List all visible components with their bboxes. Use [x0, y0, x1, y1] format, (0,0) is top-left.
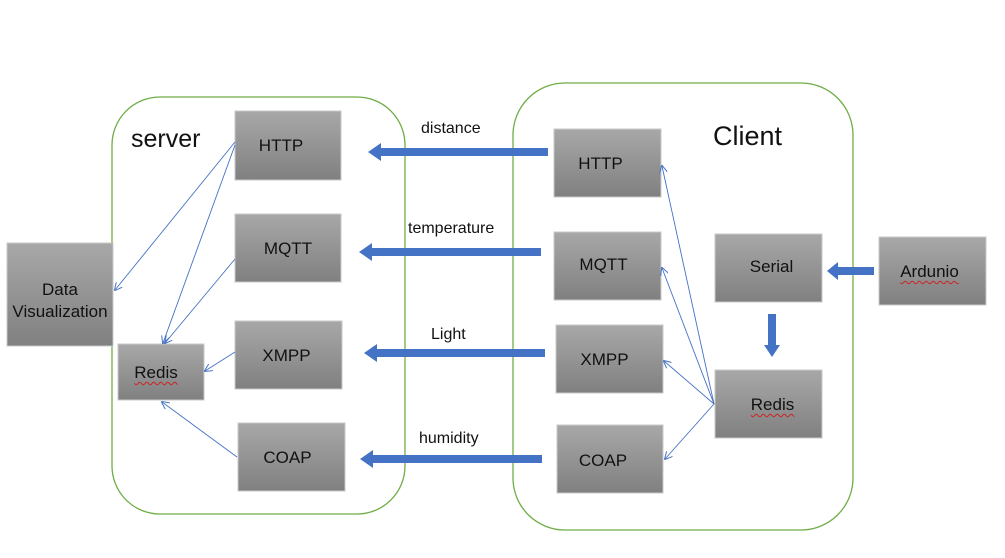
client-mqtt-label: MQTT [579, 255, 628, 274]
server-mqtt-box [234, 213, 342, 283]
data-visualization-line2: Visualization [12, 302, 108, 321]
server-redis-box [117, 343, 205, 401]
arduino-label: Ardunio [876, 261, 983, 283]
arduino-to-serial-arrow [827, 262, 874, 280]
server-title: server [131, 125, 201, 153]
redis-to-mqtt-line [662, 268, 715, 405]
arduino-box [878, 236, 987, 306]
redis-to-coap-line [665, 403, 715, 459]
client-redis-box [714, 369, 823, 439]
light-arrow [364, 344, 545, 362]
client-serial-label: Serial [749, 257, 794, 276]
client-http-label: HTTP [578, 154, 623, 173]
client-mqtt-box [553, 231, 662, 301]
mqtt-to-redis-line [165, 258, 236, 343]
temperature-arrow [359, 243, 541, 261]
distance-label: distance [421, 120, 481, 137]
redis-to-http-line [662, 166, 715, 405]
arduino-text: Ardunio [900, 262, 959, 281]
distance-arrow [368, 143, 548, 161]
client-coap-box [556, 424, 664, 494]
server-http-label: HTTP [258, 136, 304, 155]
client-group [512, 82, 854, 531]
coap-to-redis-line [162, 402, 238, 458]
serial-to-redis-arrow [764, 314, 780, 357]
client-http-box [553, 128, 662, 198]
xmpp-to-redis-line [205, 351, 236, 371]
temperature-label: temperature [408, 220, 495, 237]
http-to-redis-line [163, 144, 236, 343]
humidity-label: humidity [419, 430, 479, 447]
server-redis-label: Redis [118, 362, 194, 384]
server-xmpp-box [234, 320, 343, 390]
server-redis-text: Redis [134, 363, 178, 382]
client-coap-label: COAP [578, 451, 628, 470]
client-redis-text: Redis [750, 395, 795, 414]
server-xmpp-label: XMPP [262, 346, 311, 365]
data-visualization-label: Data Visualization [7, 277, 113, 325]
server-mqtt-label: MQTT [263, 239, 313, 258]
data-visualization-line1: Data [42, 280, 78, 299]
humidity-arrow [360, 450, 542, 468]
client-xmpp-label: XMPP [580, 350, 629, 369]
client-title: Client [713, 121, 783, 151]
client-serial-box [714, 233, 823, 303]
client-redis-label: Redis [719, 394, 826, 416]
data-visualization-box [6, 242, 114, 347]
http-to-visualization-line [115, 141, 236, 290]
server-coap-label: COAP [263, 448, 312, 467]
light-label: Light [431, 326, 466, 343]
client-xmpp-box [555, 324, 664, 394]
redis-to-xmpp-line [664, 361, 715, 405]
server-coap-box [237, 422, 346, 492]
